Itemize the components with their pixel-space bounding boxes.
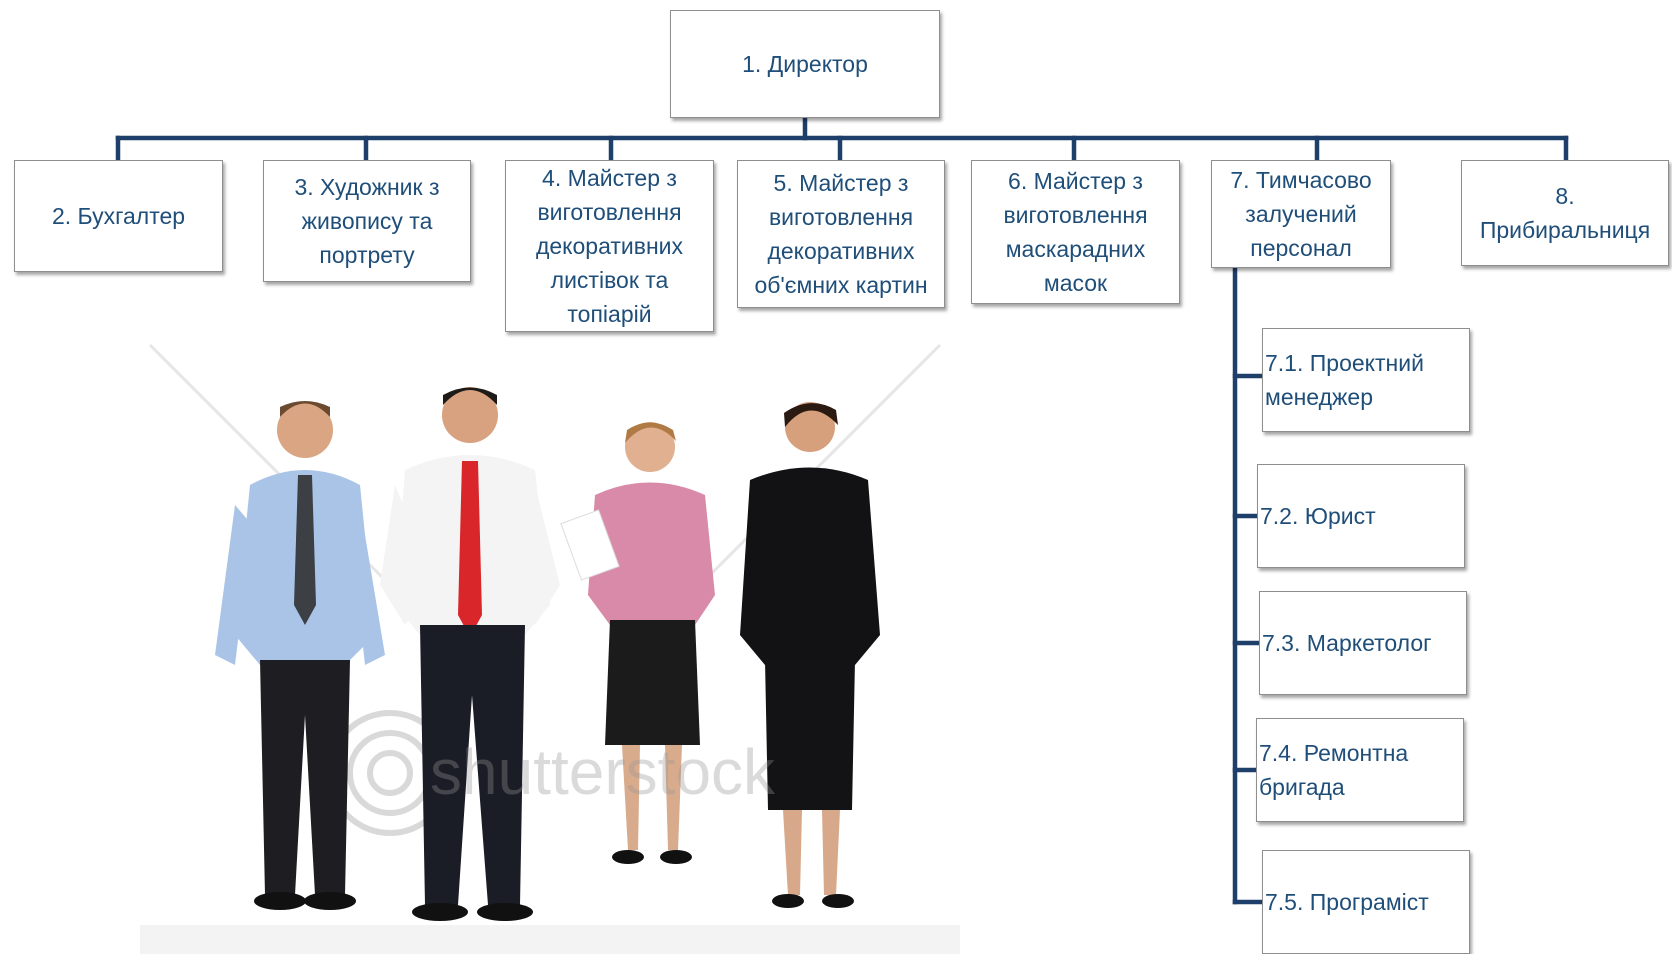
box-cleaner-label: 8. Прибиральниця bbox=[1479, 183, 1651, 243]
box-marketer: 7.3. Маркетолог bbox=[1259, 591, 1467, 695]
box-accountant-label: 2. Бухгалтер bbox=[51, 203, 186, 229]
box-master-cards-label: 4. Майстер з виготовлення декоративних л… bbox=[535, 165, 684, 327]
box-marketer-label: 7.3. Маркетолог bbox=[1262, 630, 1432, 656]
box-director-label: 1. Директор bbox=[742, 51, 868, 77]
box-repair-team: 7.4. Ремонтна бригада bbox=[1256, 718, 1464, 822]
box-master-3d-pictures-label: 5. Майстер з виготовлення декоративних о… bbox=[754, 170, 928, 298]
box-lawyer: 7.2. Юрист bbox=[1257, 464, 1465, 568]
watermark-text: shutterstock bbox=[430, 736, 776, 808]
box-master-masks: 6. Майстер з виготовлення маскарадних ма… bbox=[971, 160, 1180, 304]
box-cleaner: 8. Прибиральниця bbox=[1461, 160, 1669, 266]
box-master-3d-pictures: 5. Майстер з виготовлення декоративних о… bbox=[737, 160, 945, 308]
person-2 bbox=[380, 387, 560, 921]
person-4 bbox=[740, 402, 880, 908]
business-team-illustration bbox=[140, 343, 960, 954]
box-master-masks-label: 6. Майстер з виготовлення маскарадних ма… bbox=[1003, 168, 1148, 296]
box-director: 1. Директор bbox=[670, 10, 940, 118]
box-artist-label: 3. Художник з живопису та портрету bbox=[294, 174, 440, 268]
box-project-manager: 7.1. Проектний менеджер bbox=[1262, 328, 1470, 432]
person-1 bbox=[215, 401, 385, 910]
box-programmer: 7.5. Програміст bbox=[1262, 850, 1470, 954]
box-master-cards: 4. Майстер з виготовлення декоративних л… bbox=[505, 160, 714, 332]
box-temporary-staff: 7. Тимчасово залучений персонал bbox=[1211, 160, 1391, 268]
box-temporary-staff-label: 7. Тимчасово залучений персонал bbox=[1230, 167, 1372, 261]
box-accountant: 2. Бухгалтер bbox=[14, 160, 223, 272]
box-repair-team-label: 7.4. Ремонтна бригада bbox=[1259, 740, 1409, 800]
person-3 bbox=[560, 422, 715, 864]
box-artist: 3. Художник з живопису та портрету bbox=[263, 160, 471, 282]
box-lawyer-label: 7.2. Юрист bbox=[1260, 503, 1376, 529]
box-project-manager-label: 7.1. Проектний менеджер bbox=[1265, 350, 1424, 410]
box-programmer-label: 7.5. Програміст bbox=[1265, 889, 1429, 915]
